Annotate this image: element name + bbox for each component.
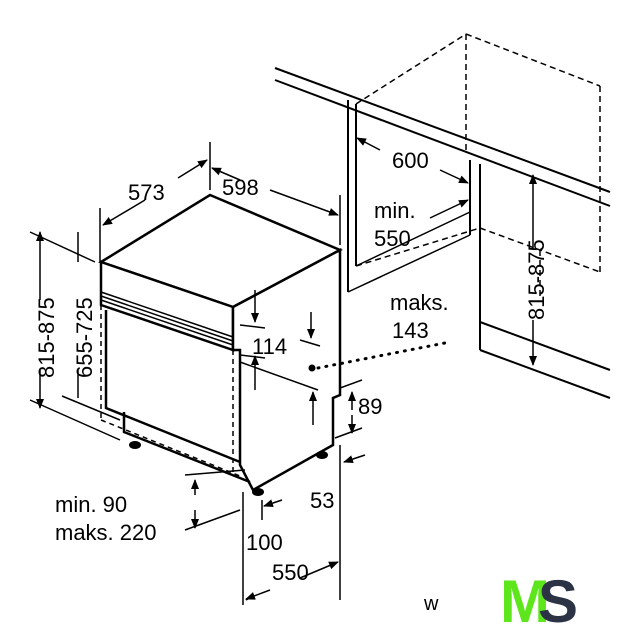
label-niche-width: 600 <box>392 148 429 173</box>
label-depth: 573 <box>128 180 165 205</box>
protrusion-leader <box>316 340 452 370</box>
dishwasher-dashed-outline <box>100 305 241 477</box>
cabinet-niche <box>274 67 611 399</box>
foot-icon <box>129 441 141 449</box>
label-height-door: 655-725 <box>72 297 97 378</box>
label-plinth-gap-min: min. 90 <box>55 492 127 517</box>
feet <box>129 441 328 496</box>
logo-letter-m: M <box>500 568 550 635</box>
niche-dashed-outline <box>355 33 601 300</box>
label-plinth-height: 89 <box>358 394 382 419</box>
label-protrusion-max: maks. <box>390 290 449 315</box>
protrusion-point <box>308 364 316 372</box>
ms-logo: M S <box>500 568 578 635</box>
logo-letter-s: S <box>538 568 578 635</box>
foot-icon <box>316 451 328 459</box>
watermark-text: w <box>423 593 439 615</box>
label-plinth-gap-max: maks. 220 <box>55 520 157 545</box>
foot-icon <box>252 488 264 496</box>
dishwasher-body <box>98 193 343 492</box>
label-panel-height: 114 <box>252 334 287 359</box>
label-protrusion-value: 143 <box>392 318 429 343</box>
label-height-total: 815-875 <box>34 297 59 378</box>
label-base-depth: 550 <box>272 560 309 585</box>
label-niche-depth-value: 550 <box>374 226 411 251</box>
dimension-lines <box>29 137 537 605</box>
label-foot-depth: 100 <box>246 530 283 555</box>
label-niche-depth-min: min. <box>374 198 416 223</box>
label-niche-height: 815-875 <box>524 239 549 320</box>
label-foot-offset: 53 <box>310 488 334 513</box>
label-width: 598 <box>222 175 259 200</box>
